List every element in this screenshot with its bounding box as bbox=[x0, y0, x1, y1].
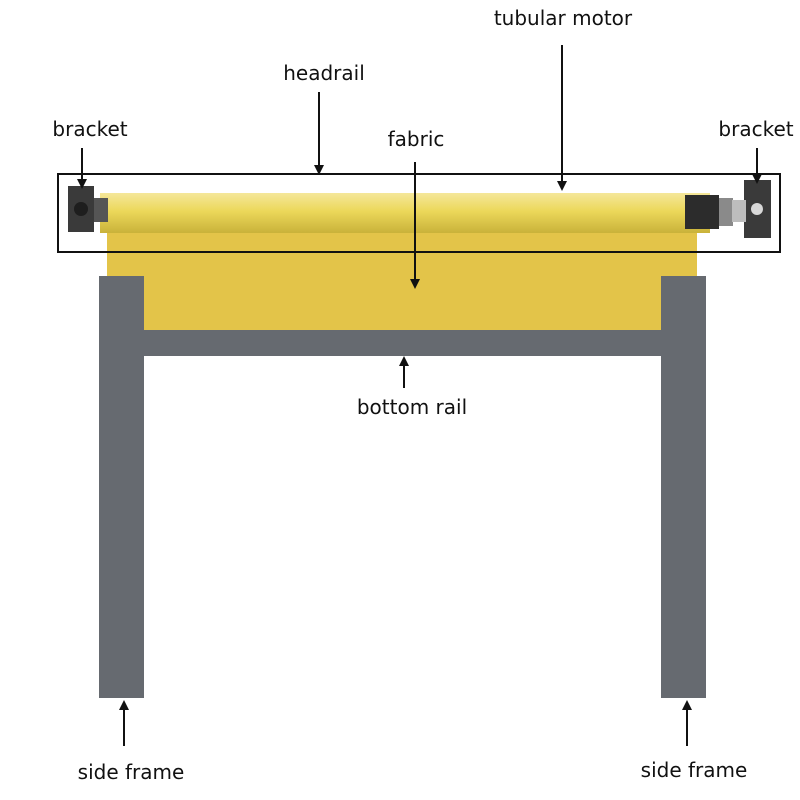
roller-tube bbox=[100, 193, 710, 233]
side-frame-left-label: side frame bbox=[78, 760, 185, 784]
bracket-left-label: bracket bbox=[52, 117, 127, 141]
tubular-motor-label: tubular motor bbox=[494, 6, 633, 30]
fabric-panel bbox=[107, 225, 697, 333]
bottom-rail bbox=[99, 330, 706, 356]
headrail-label: headrail bbox=[283, 61, 365, 85]
fabric-label: fabric bbox=[388, 127, 445, 151]
side-frame-right-label: side frame bbox=[641, 758, 748, 782]
motor-head bbox=[719, 198, 733, 226]
bracket-left bbox=[68, 186, 108, 232]
tubular-motor-body bbox=[685, 195, 719, 229]
bottom-rail-label: bottom rail bbox=[357, 395, 467, 419]
headrail-outline bbox=[57, 173, 781, 253]
bracket-right-label: bracket bbox=[718, 117, 793, 141]
bracket-right bbox=[732, 180, 771, 238]
